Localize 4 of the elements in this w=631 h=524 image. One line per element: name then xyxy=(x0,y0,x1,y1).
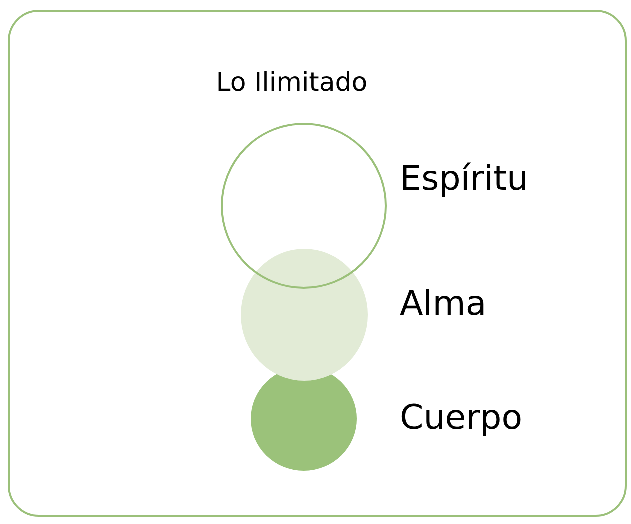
circle-label: Espíritu xyxy=(400,162,529,196)
circle-label: Alma xyxy=(400,287,487,322)
circle-label: Cuerpo xyxy=(400,401,523,436)
heading-label: Lo Ilimitado xyxy=(216,70,368,96)
